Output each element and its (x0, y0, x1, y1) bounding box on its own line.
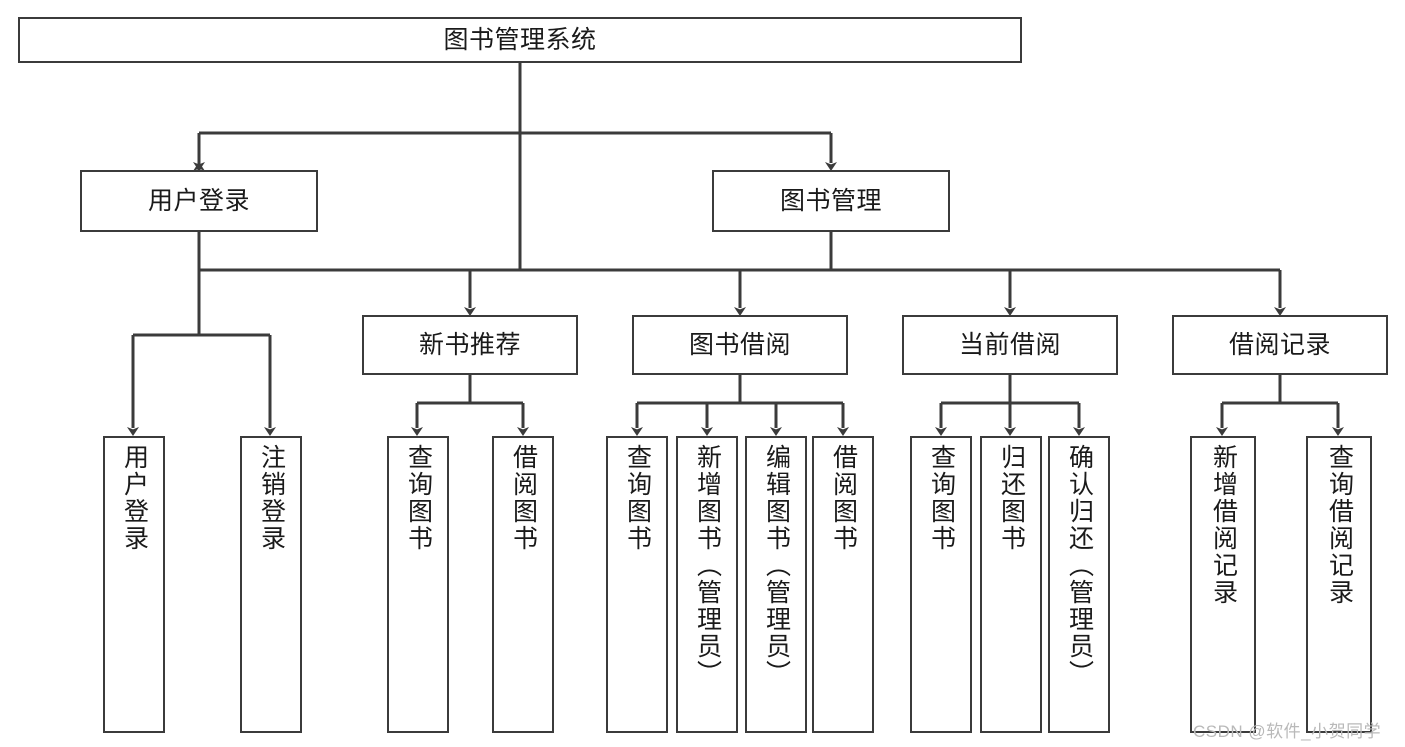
node-leaf-edit-book-admin-label: 编辑图书（管理员） (762, 444, 791, 687)
node-leaf-query-book-2-label: 查询图书 (623, 444, 652, 552)
node-leaf-confirm-return-admin[interactable]: 确认归还（管理员） (1048, 436, 1110, 733)
node-leaf-confirm-return-admin-label: 确认归还（管理员） (1065, 444, 1094, 687)
node-leaf-query-book-2[interactable]: 查询图书 (606, 436, 668, 733)
node-leaf-query-book-3[interactable]: 查询图书 (910, 436, 972, 733)
node-leaf-return-book-label: 归还图书 (997, 444, 1026, 552)
node-current-borrow-label: 当前借阅 (958, 330, 1061, 359)
node-leaf-edit-book-admin[interactable]: 编辑图书（管理员） (745, 436, 807, 733)
node-book-manage[interactable]: 图书管理 (712, 170, 950, 232)
node-leaf-borrow-book-1-label: 借阅图书 (509, 444, 538, 552)
node-book-manage-label: 图书管理 (779, 186, 882, 215)
node-leaf-add-book-admin-label: 新增图书（管理员） (693, 444, 722, 687)
node-leaf-query-borrow-record-label: 查询借阅记录 (1325, 444, 1354, 606)
node-leaf-return-book[interactable]: 归还图书 (980, 436, 1042, 733)
node-new-book-recommend-label: 新书推荐 (418, 330, 521, 359)
node-borrow-record[interactable]: 借阅记录 (1172, 315, 1388, 375)
node-leaf-borrow-book-2-label: 借阅图书 (829, 444, 858, 552)
node-leaf-borrow-book-2[interactable]: 借阅图书 (812, 436, 874, 733)
node-book-borrow[interactable]: 图书借阅 (632, 315, 848, 375)
node-book-borrow-label: 图书借阅 (688, 330, 791, 359)
node-leaf-query-book-3-label: 查询图书 (927, 444, 956, 552)
node-leaf-add-borrow-record[interactable]: 新增借阅记录 (1190, 436, 1256, 733)
node-leaf-add-book-admin[interactable]: 新增图书（管理员） (676, 436, 738, 733)
node-borrow-record-label: 借阅记录 (1228, 330, 1331, 359)
node-user-login-label: 用户登录 (147, 186, 250, 215)
node-leaf-query-book-1-label: 查询图书 (404, 444, 433, 552)
node-leaf-user-login[interactable]: 用户登录 (103, 436, 165, 733)
csdn-watermark: CSDN @软件_小贺同学 (1193, 722, 1382, 741)
node-leaf-logout-login[interactable]: 注销登录 (240, 436, 302, 733)
node-new-book-recommend[interactable]: 新书推荐 (362, 315, 578, 375)
node-leaf-borrow-book-1[interactable]: 借阅图书 (492, 436, 554, 733)
node-leaf-query-book-1[interactable]: 查询图书 (387, 436, 449, 733)
node-leaf-user-login-label: 用户登录 (120, 444, 149, 552)
node-user-login[interactable]: 用户登录 (80, 170, 318, 232)
node-leaf-logout-login-label: 注销登录 (257, 444, 286, 552)
node-leaf-add-borrow-record-label: 新增借阅记录 (1209, 444, 1238, 606)
node-root-label: 图书管理系统 (443, 25, 597, 54)
node-leaf-query-borrow-record[interactable]: 查询借阅记录 (1306, 436, 1372, 733)
node-current-borrow[interactable]: 当前借阅 (902, 315, 1118, 375)
node-root[interactable]: 图书管理系统 (18, 17, 1022, 63)
